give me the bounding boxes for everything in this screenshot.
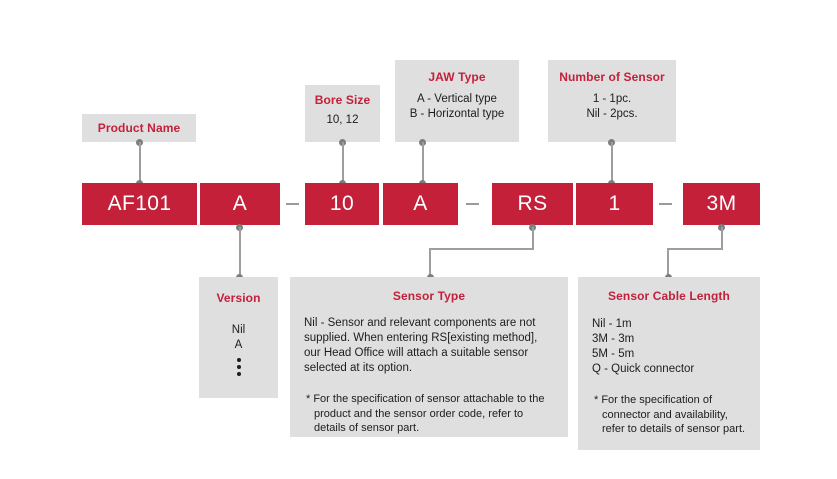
chip-number-of-sensor-label: 1 [608,192,621,215]
chip-bore-size[interactable]: 10 [305,183,379,225]
connector-line-product-name [138,142,141,183]
panel-sensor-cable-length-footnote: * For the specification of connector and… [594,394,746,435]
panel-sensor-cable-length-title: Sensor Cable Length [608,289,730,303]
panel-number-of-sensor: Number of Sensor 1 - 1pc. Nil - 2pcs. [548,60,676,142]
separator-dash-1 [286,203,299,205]
chip-version[interactable]: A [200,183,280,225]
chip-sensor-type[interactable]: RS [492,183,573,225]
chip-version-label: A [232,192,248,215]
panel-sensor-cable-length-line-2: 5M - 5m [592,348,635,360]
panel-version-line-0: Nil [231,324,246,336]
chip-product-name-label: AF101 [107,192,172,215]
panel-sensor-type-body: Nil - Sensor and relevant components are… [304,317,538,374]
panel-jaw-type-title: JAW Type [428,70,486,84]
panel-version: Version Nil A [199,277,278,398]
panel-jaw-type: JAW Type A - Vertical type B - Horizonta… [395,60,519,142]
panel-number-of-sensor-line-1: Nil - 2pcs. [586,108,638,120]
chip-bore-size-label: 10 [329,192,355,215]
panel-sensor-cable-length: Sensor Cable Length Nil - 1m 3M - 3m 5M … [578,277,760,450]
panel-version-ellipsis-icon [199,358,278,376]
chip-sensor-cable-length[interactable]: 3M [683,183,760,225]
panel-sensor-type-footnote: * For the specification of sensor attach… [306,393,545,434]
connector-line-sensor-type-seg2 [429,248,534,250]
panel-version-line-1: A [234,339,243,351]
connector-line-number-of-sensor [610,142,613,183]
chip-jaw-type[interactable]: A [383,183,458,225]
panel-bore-size-line-0: 10, 12 [326,114,359,126]
panel-sensor-type-title: Sensor Type [392,289,466,303]
connector-line-jaw-type [421,142,424,183]
separator-dash-2 [466,203,479,205]
connector-line-cable-length-seg2 [667,248,723,250]
connector-line-sensor-type-seg3 [429,248,431,277]
connector-line-cable-length-seg1 [720,227,723,249]
chip-sensor-cable-length-label: 3M [706,192,737,215]
panel-version-title: Version [216,291,261,305]
chip-product-name[interactable]: AF101 [82,183,197,225]
panel-product-name-title: Product Name [97,121,181,135]
connector-line-sensor-type-seg1 [531,227,534,249]
panel-bore-size: Bore Size 10, 12 [305,85,380,142]
panel-jaw-type-line-1: B - Horizontal type [409,108,505,120]
panel-number-of-sensor-line-0: 1 - 1pc. [592,93,632,105]
panel-jaw-type-lines: A - Vertical type B - Horizontal type [395,92,519,122]
panel-bore-size-title: Bore Size [314,93,371,107]
panel-number-of-sensor-title: Number of Sensor [559,70,665,84]
separator-dash-3 [659,203,672,205]
panel-product-name: Product Name [82,114,196,142]
panel-sensor-type: Sensor Type Nil - Sensor and relevant co… [290,277,568,437]
panel-sensor-cable-length-line-3: Q - Quick connector [592,363,695,375]
chip-sensor-type-label: RS [517,192,548,215]
chip-number-of-sensor[interactable]: 1 [576,183,653,225]
chip-jaw-type-label: A [413,192,428,215]
panel-jaw-type-line-0: A - Vertical type [417,93,497,105]
panel-sensor-cable-length-line-0: Nil - 1m [592,318,632,330]
connector-line-cable-length-seg3 [667,248,669,277]
panel-version-lines: Nil A [199,323,278,353]
connector-line-bore-size [341,142,344,183]
panel-number-of-sensor-lines: 1 - 1pc. Nil - 2pcs. [548,92,676,122]
panel-sensor-cable-length-lines: Nil - 1m 3M - 3m 5M - 5m Q - Quick conne… [592,317,746,377]
panel-sensor-cable-length-line-1: 3M - 3m [592,333,635,345]
connector-line-version [238,227,241,277]
